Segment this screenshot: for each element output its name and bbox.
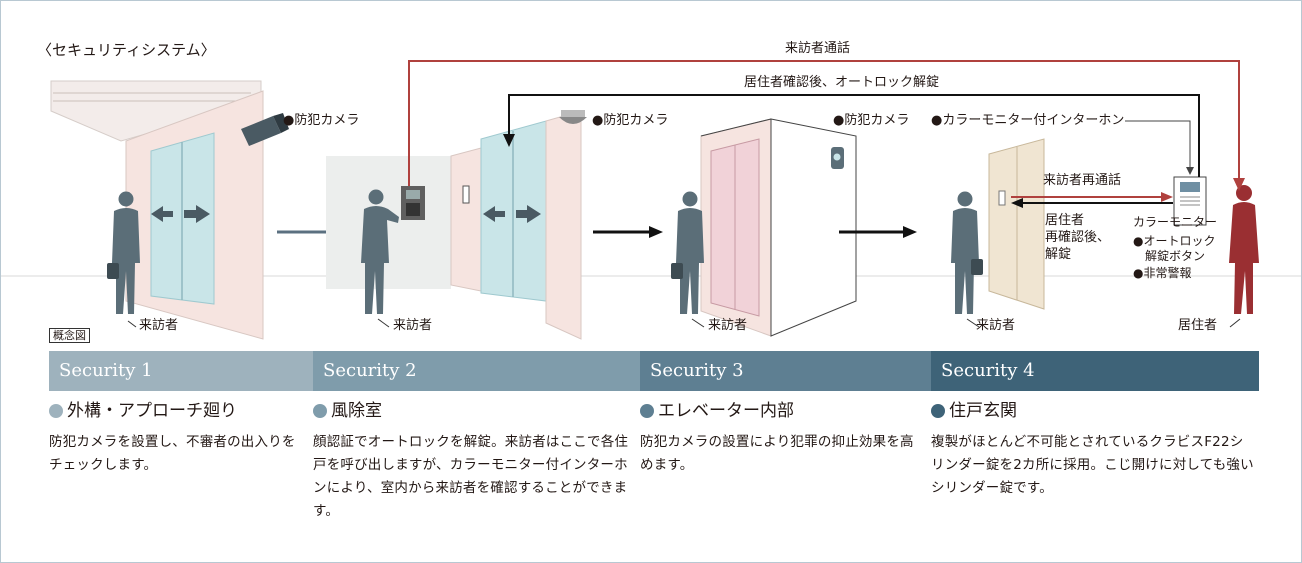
camera-label-3: ●防犯カメラ — [833, 113, 910, 128]
intercom-leader-line — [1125, 120, 1194, 175]
scene-unit-entrance — [951, 138, 1259, 328]
visitor-label-4: 来訪者 — [976, 318, 1016, 333]
security-camera-icon — [241, 113, 289, 146]
security-3-band: Security 3 — [640, 351, 931, 391]
resident-reconfirm-label: 居住者 再確認後、 解錠 — [1045, 213, 1111, 262]
unlock-after-confirm-label: 居住者確認後、オートロック解錠 — [744, 75, 940, 90]
security-1-heading: 外構・アプローチ廻り — [67, 401, 237, 421]
double-arrow-icon — [483, 205, 541, 223]
visitor-figure-icon — [671, 191, 704, 314]
security-illustration — [1, 60, 1301, 340]
security-1-description: 外構・アプローチ廻り 防犯カメラを設置し、不審者の出入りをチェックします。 — [49, 399, 307, 477]
security-1-band: Security 1 — [49, 351, 313, 391]
visitor-label-1: 来訪者 — [139, 318, 179, 333]
scene-elevator — [671, 118, 857, 337]
scene-exterior-approach — [50, 80, 289, 340]
resident-label: 居住者 — [1178, 318, 1218, 333]
intercom-label: ●カラーモニター付インターホン — [931, 113, 1125, 128]
visitor-recall-label: 来訪者再通話 — [1043, 173, 1122, 188]
security-3-heading: エレベーター内部 — [658, 401, 794, 421]
security-2-description: 風除室 顔認証でオートロックを解錠。来訪者はここで各住戸を呼び出しますが、カラー… — [313, 399, 631, 523]
emergency-alarm-label: ●非常警報 — [1133, 266, 1192, 280]
visitor-figure-icon — [361, 189, 399, 314]
double-arrow-icon — [151, 205, 210, 223]
visitor-figure-icon — [107, 191, 140, 314]
visitor-label-2: 来訪者 — [393, 318, 433, 333]
security-3-body: 防犯カメラの設置により犯罪の抑止効果を高めます。 — [640, 434, 914, 473]
security-2-band: Security 2 — [313, 351, 640, 391]
figure-title: 〈セキュリティシステム〉 — [37, 41, 216, 59]
unlock-line — [503, 94, 1200, 177]
autolock-button-label: ●オートロック 解錠ボタン — [1133, 234, 1216, 263]
bullet-dot-icon — [313, 404, 327, 418]
visitor-recall-arrows — [1011, 192, 1173, 208]
resident-figure-icon — [1229, 185, 1259, 314]
visitor-figure-icon — [951, 191, 983, 314]
security-2-heading: 風除室 — [331, 401, 382, 421]
security-4-description: 住戸玄関 複製がほとんど不可能とされているクラビスF22シリンダー錠を2カ所に採… — [931, 399, 1257, 500]
security-2-body: 顔認証でオートロックを解錠。来訪者はここで各住戸を呼び出しますが、カラーモニター… — [313, 434, 629, 519]
bullet-dot-icon — [49, 404, 63, 418]
concept-tag: 概念図 — [49, 328, 90, 343]
elevator-camera-icon — [831, 147, 844, 169]
visitor-call-label: 来訪者通話 — [785, 41, 851, 56]
flow-arrow-3 — [839, 226, 917, 238]
visitor-label-3: 来訪者 — [708, 318, 748, 333]
camera-label-2: ●防犯カメラ — [592, 113, 669, 128]
visitor-call-line — [408, 60, 1245, 191]
scene-vestibule — [326, 110, 587, 340]
bullet-dot-icon — [931, 404, 945, 418]
security-1-body: 防犯カメラを設置し、不審者の出入りをチェックします。 — [49, 434, 296, 473]
flow-arrow-2 — [593, 226, 663, 238]
security-4-heading: 住戸玄関 — [949, 401, 1017, 421]
color-monitor-label: カラーモニター — [1133, 215, 1218, 229]
bullet-dot-icon — [640, 404, 654, 418]
security-4-body: 複製がほとんど不可能とされているクラビスF22シリンダー錠を2カ所に採用。こじ開… — [931, 434, 1254, 496]
dome-camera-icon — [559, 110, 587, 124]
security-3-description: エレベーター内部 防犯カメラの設置により犯罪の抑止効果を高めます。 — [640, 399, 922, 477]
camera-label-1: ●防犯カメラ — [283, 113, 360, 128]
security-4-band: Security 4 — [931, 351, 1259, 391]
